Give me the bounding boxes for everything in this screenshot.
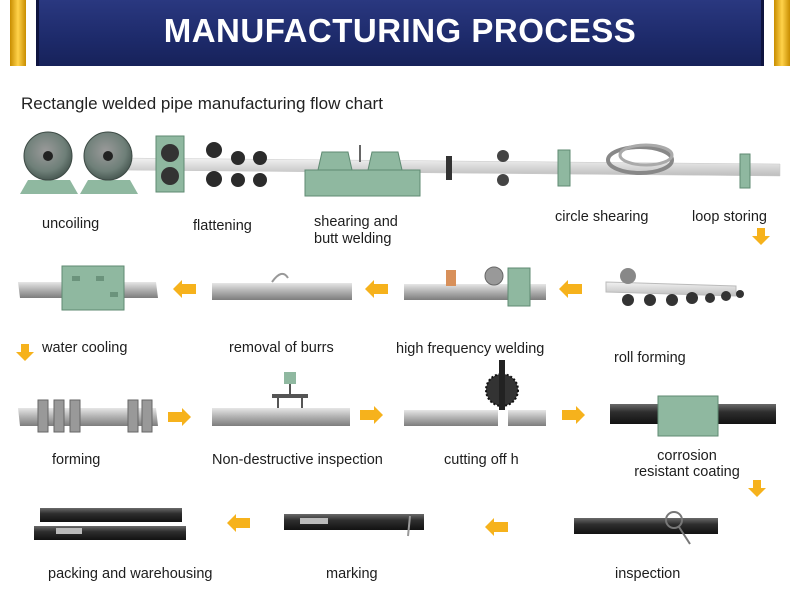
step-label-roll-forming: roll forming xyxy=(614,350,686,366)
step-label-loop-storing: loop storing xyxy=(692,209,767,225)
arrow-right-icon xyxy=(168,408,191,426)
nd-inspection-unit xyxy=(212,372,350,426)
uncoiler-machine xyxy=(20,131,138,194)
arrow-left-icon xyxy=(559,280,582,298)
shearing-welding-table xyxy=(304,145,421,197)
arrow-left-icon xyxy=(485,518,508,536)
step-label-hf-welding: high frequency welding xyxy=(396,341,545,357)
loop-storing-coil xyxy=(606,143,751,189)
cutting-saw-unit xyxy=(404,360,546,426)
packed-pipes xyxy=(34,508,186,540)
step-label-marking: marking xyxy=(326,566,378,582)
marked-pipe xyxy=(284,514,424,537)
arrow-right-icon xyxy=(360,406,383,424)
banner-gold-bar-right xyxy=(774,0,790,66)
circle-shearing-machine xyxy=(446,149,571,187)
step-label-cutting-off: cutting off h xyxy=(444,452,519,468)
hf-welding-unit xyxy=(404,266,546,307)
water-cooling-unit xyxy=(18,265,158,311)
step-label-circle-shearing: circle shearing xyxy=(555,209,649,225)
coating-unit xyxy=(610,395,776,437)
step-label-forming: forming xyxy=(52,452,101,468)
roll-forming-line xyxy=(605,268,744,306)
title-banner: MANUFACTURING PROCESS xyxy=(36,0,764,66)
step-label-butt-welding: butt welding xyxy=(314,231,392,247)
step-label-removal-of-burrs: removal of burrs xyxy=(229,340,334,356)
arrow-down-icon xyxy=(748,480,766,497)
flattening-rollers xyxy=(155,135,267,193)
step-label-corrosion: corrosion xyxy=(657,448,717,464)
step-label-nd-inspection: Non-destructive inspection xyxy=(212,452,383,468)
arrow-down-icon xyxy=(16,344,34,361)
step-label-water-cooling: water cooling xyxy=(42,340,128,356)
step-label-shearing: shearing and xyxy=(314,214,398,230)
forming-stands xyxy=(18,399,158,433)
step-label-uncoiling: uncoiling xyxy=(42,216,100,232)
page-title: MANUFACTURING PROCESS xyxy=(163,12,637,49)
step-label-inspection: inspection xyxy=(615,566,681,582)
arrow-left-icon xyxy=(173,280,196,298)
banner-gold-bar-left xyxy=(10,0,26,66)
inspection-pipe xyxy=(574,511,718,545)
arrow-left-icon xyxy=(365,280,388,298)
burr-removal-pipe xyxy=(212,272,352,300)
flowchart-subtitle: Rectangle welded pipe manufacturing flow… xyxy=(21,94,383,113)
step-label-flattening: flattening xyxy=(193,218,252,234)
step-label-packing: packing and warehousing xyxy=(48,566,213,582)
arrow-left-icon xyxy=(227,514,250,532)
arrow-right-icon xyxy=(562,406,585,424)
step-label-resistant-coating: resistant coating xyxy=(634,464,740,480)
arrow-down-icon xyxy=(752,228,770,245)
